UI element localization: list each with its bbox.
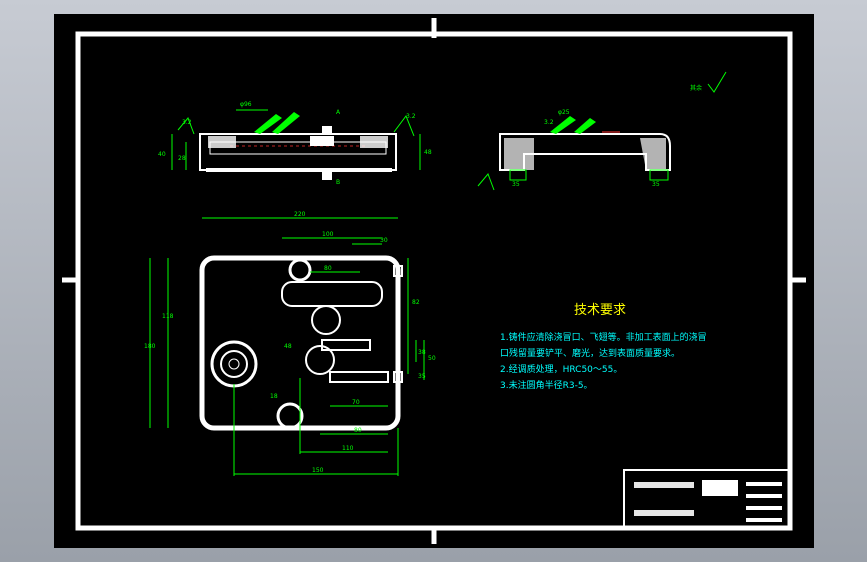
dim-18: 18 xyxy=(270,393,278,400)
notes-line2: 口残留量要铲平、磨光，达到表面质量要求。 xyxy=(500,347,680,359)
dim-phi96: φ96 xyxy=(240,101,252,108)
dim-180: 180 xyxy=(144,343,156,350)
dim-220: 220 xyxy=(294,211,306,218)
dim-100: 100 xyxy=(322,231,334,238)
dim-48: 48 xyxy=(284,343,292,350)
dim-section-right-35: 35 xyxy=(652,181,660,188)
dim-70: 70 xyxy=(352,399,360,406)
side-section-view xyxy=(477,116,671,191)
notes-title: 技术要求 xyxy=(574,303,626,318)
dim-top-left-40: 40 xyxy=(158,151,166,158)
title-block xyxy=(623,469,791,529)
dim-phi25: φ25 xyxy=(558,109,570,116)
roughness-symbol-icon xyxy=(707,71,727,93)
roughness-section: 3.2 xyxy=(544,119,554,126)
dim-35: 35 xyxy=(418,373,426,380)
dim-82: 82 xyxy=(412,299,420,306)
notes-line3: 2.经调质处理，HRC50～55。 xyxy=(500,363,622,375)
dim-section-left-35: 35 xyxy=(512,181,520,188)
dim-30: 30 xyxy=(380,237,388,244)
drawing-frame xyxy=(75,31,793,531)
notes-line4: 3.未注圆角半径R3-5。 xyxy=(500,379,593,391)
drawing-canvas: 40 28 48 φ96 3.2 3.2 A B 35 35 φ25 3.2 其… xyxy=(62,18,806,544)
notes-line1: 1.铸件应清除浇冒口、飞翅等。非加工表面上的浇冒 xyxy=(500,331,707,343)
dim-38: 38 xyxy=(418,349,426,356)
roughness-left: 3.2 xyxy=(182,119,192,126)
section-label-a: A xyxy=(336,109,341,116)
dim-110: 110 xyxy=(342,445,354,452)
roughness-right: 3.2 xyxy=(406,113,416,120)
roughness-rest-label: 其余 xyxy=(690,84,702,92)
front-section-view xyxy=(171,109,421,180)
dim-80-bottom: 80 xyxy=(354,427,362,434)
dim-150: 150 xyxy=(312,467,324,474)
dim-118: 118 xyxy=(162,313,174,320)
plan-view xyxy=(149,217,425,476)
dim-top-right-48: 48 xyxy=(424,149,432,156)
section-label-b: B xyxy=(336,179,340,186)
cad-viewport[interactable]: 40 28 48 φ96 3.2 3.2 A B 35 35 φ25 3.2 其… xyxy=(54,14,814,548)
dim-50: 50 xyxy=(428,355,436,362)
dim-80: 80 xyxy=(324,265,332,272)
dim-top-left-28: 28 xyxy=(178,155,186,162)
